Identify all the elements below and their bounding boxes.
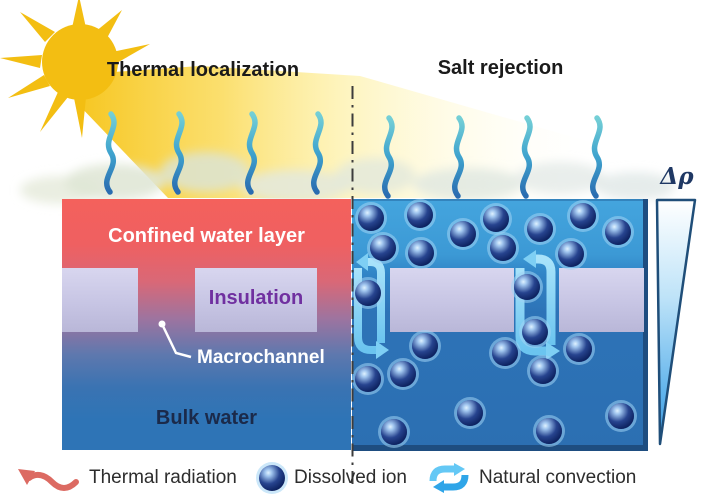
legend-item-thermal-radiation: Thermal radiation <box>14 460 237 496</box>
legend-label: Dissolved ion <box>294 467 407 488</box>
dissolved-ion <box>522 319 548 345</box>
dissolved-ion <box>407 202 433 228</box>
dissolved-ion <box>408 240 434 266</box>
insulation-block <box>559 268 644 332</box>
dissolved-ion <box>355 280 381 306</box>
dissolved-ion-icon <box>259 465 285 491</box>
dissolved-ion <box>514 274 540 300</box>
steam-arrow <box>593 118 600 196</box>
insulation-block <box>390 268 514 332</box>
density-gradient-wedge <box>655 198 697 446</box>
steam-arrows <box>107 114 600 196</box>
dissolved-ion <box>390 361 416 387</box>
dissolved-ion <box>412 333 438 359</box>
natural-convection-icon <box>429 463 469 493</box>
insulation-block <box>62 268 138 332</box>
dissolved-ion <box>492 340 518 366</box>
dissolved-ion <box>570 203 596 229</box>
right-section-title: Salt rejection <box>437 57 564 79</box>
steam-arrow <box>107 114 114 192</box>
dissolved-ion <box>536 418 562 444</box>
dissolved-ion <box>381 419 407 445</box>
legend-item-natural-convection: Natural convection <box>428 460 636 496</box>
legend-label: Natural convection <box>479 467 637 488</box>
dissolved-ion <box>566 336 592 362</box>
dissolved-ion <box>605 219 631 245</box>
macrochannel-label: Macrochannel <box>197 347 325 368</box>
bulk-water-label: Bulk water <box>155 407 258 429</box>
dissolved-ion <box>457 400 483 426</box>
steam-arrow <box>455 118 462 196</box>
confined-water-layer-label: Confined water layer <box>108 225 305 247</box>
dissolved-ion <box>370 235 396 261</box>
dissolved-ion <box>558 241 584 267</box>
legend-item-dissolved-ion: Dissolved ion <box>259 460 407 496</box>
dissolved-ion <box>450 221 476 247</box>
insulation-block <box>195 268 317 332</box>
dissolved-ion <box>483 206 509 232</box>
salt-rejection-panel <box>352 199 648 451</box>
dissolved-ion <box>358 205 384 231</box>
steam-arrow <box>314 114 321 192</box>
thermal-radiation-icon <box>18 469 79 491</box>
steam-arrow <box>523 118 530 196</box>
density-difference-label: Δρ <box>660 163 694 190</box>
dissolved-ion <box>527 216 553 242</box>
dissolved-ion <box>608 403 634 429</box>
steam-arrow <box>175 114 182 192</box>
vapor-clouds <box>20 152 675 204</box>
dissolved-ion <box>490 235 516 261</box>
left-section-title: Thermal localization <box>106 59 300 81</box>
steam-arrow <box>385 118 392 196</box>
steam-arrow <box>248 114 255 192</box>
thermal-localization-panel <box>62 199 351 450</box>
dissolved-ion <box>355 366 381 392</box>
insulation-label: Insulation <box>208 287 304 309</box>
legend-label: Thermal radiation <box>89 467 237 488</box>
dissolved-ion <box>530 358 556 384</box>
sunlight-beam <box>76 66 660 198</box>
